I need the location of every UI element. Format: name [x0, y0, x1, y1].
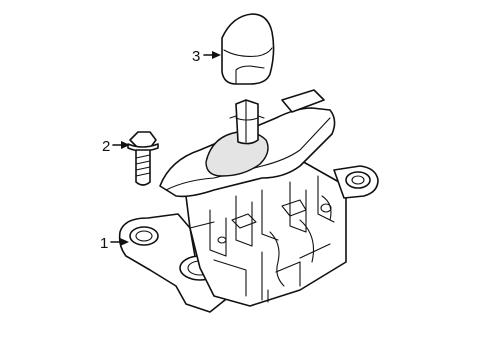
- callout-label-3: 3: [192, 48, 200, 65]
- shifter-housing: [118, 89, 379, 313]
- arrowhead-1: [120, 238, 129, 246]
- callout-label-1: 1: [100, 235, 108, 252]
- callout-1: 1: [100, 235, 129, 252]
- bolt: [127, 131, 159, 186]
- arrowhead-3: [212, 51, 221, 59]
- shift-knob: [221, 13, 275, 85]
- callout-3: 3: [192, 48, 221, 65]
- callout-label-2: 2: [102, 138, 110, 155]
- callout-2: 2: [102, 138, 130, 155]
- arrowhead-2: [121, 141, 130, 149]
